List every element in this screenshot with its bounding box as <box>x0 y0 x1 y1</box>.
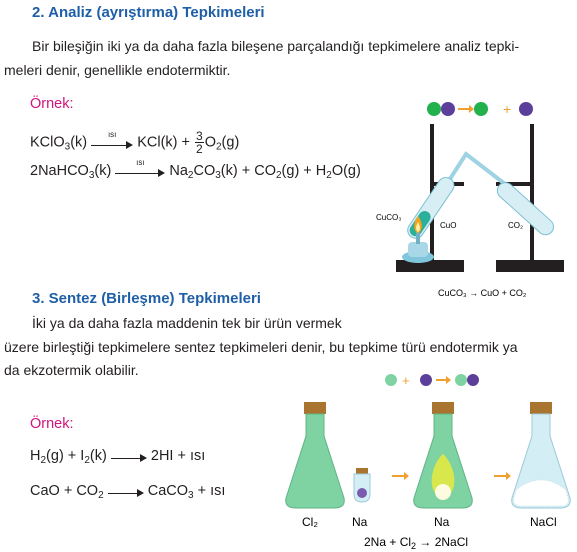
svg-text:+: + <box>402 373 410 388</box>
synthesis-figure-equation: 2Na + Cl2 → 2NaCl <box>364 535 468 551</box>
process-arrows <box>392 472 511 480</box>
figure-caption: CuCO₃ → CuO + CO₂ <box>438 288 527 298</box>
synthesis-equation-1: H2(g) + I2(k) 2HI + ısı <box>30 448 206 466</box>
section2-example-label: Örnek: <box>30 96 74 112</box>
section2-paragraph-line1: Bir bileşiğin iki ya da daha fazla bileş… <box>32 38 520 54</box>
reaction-arrow <box>107 484 144 498</box>
section3-paragraph-line1: İki ya da daha fazla maddenin tek bir ür… <box>32 315 342 331</box>
flask3-label: NaCl <box>530 515 557 529</box>
reaction-arrow: ısı <box>115 158 166 178</box>
vial-sodium <box>353 468 371 503</box>
test-tube-right <box>496 182 554 236</box>
decomposition-apparatus-figure: + CuCO₃ CuO CO₂ CuCO₃ → CuO + CO₂ <box>376 101 564 298</box>
section3-paragraph-line3: da ekzotermik olabilir. <box>4 362 139 378</box>
tube1-reactant-label: CuCO₃ <box>376 213 401 222</box>
tube1-product-label: CuO <box>440 221 456 230</box>
section2-paragraph-line2: meleri denir, genellikle endotermiktir. <box>4 62 231 78</box>
flask-chlorine <box>285 402 345 509</box>
stand-right <box>496 124 564 272</box>
flask1-label: Cl₂ <box>302 515 318 529</box>
reaction-arrow <box>110 449 147 463</box>
synthesis-equation-2: CaO + CO2 CaCO3 + ısı <box>30 483 226 501</box>
section3-paragraph-line2: üzere birleştiği tepkimelere sentez tepk… <box>4 339 518 355</box>
flask2-label: Na <box>434 515 450 529</box>
burner <box>402 216 434 263</box>
tube2-gas-label: CO₂ <box>508 221 523 230</box>
reaction-arrow: ısı <box>91 130 134 150</box>
flask-sodium-chloride <box>511 402 571 509</box>
synthesis-flasks-figure: + Cl₂ Na Na NaCl 2Na + Cl2 → 2NaCl <box>285 373 571 551</box>
molecule-legend: + <box>385 373 479 388</box>
flask-reaction <box>413 402 473 509</box>
molecule-legend: + <box>427 101 533 117</box>
section3-title: 3. Sentez (Birleşme) Tepkimeleri <box>32 290 261 307</box>
section2-title: 2. Analiz (ayrıştırma) Tepkimeleri <box>32 4 265 21</box>
analysis-equation-2: 2NaHCO3(k) ısı Na2CO3(k) + CO2(g) + H2O(… <box>30 158 361 181</box>
section3-example-label: Örnek: <box>30 416 74 432</box>
svg-text:+: + <box>503 101 511 117</box>
vial-label: Na <box>352 515 368 529</box>
